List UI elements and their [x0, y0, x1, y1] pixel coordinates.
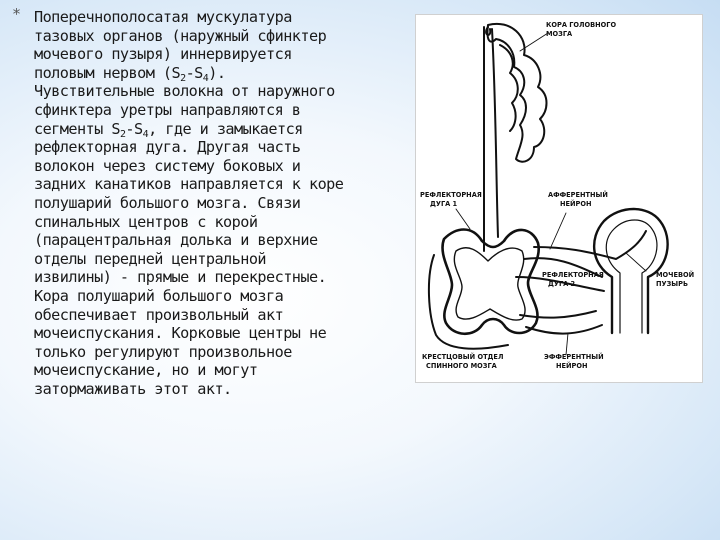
text-line: (парацентральная долька и верхние: [34, 231, 318, 250]
label-reflex-arc-1-1: РЕФЛЕКТОРНАЯ: [420, 191, 482, 199]
reflex-arc-2-path: [515, 276, 605, 292]
subscript: 2: [180, 72, 186, 84]
label-reflex-arc-2-2: ДУГА 2: [548, 280, 576, 288]
text-line: Чувствительные волокна от наружного: [34, 82, 335, 101]
reflex-arc-2-path-2: [519, 310, 597, 319]
leader-reflex-1: [455, 208, 471, 230]
leader-afferent: [549, 212, 567, 250]
text-line: задних канатиков направляется к коре: [34, 175, 344, 194]
leader-efferent: [565, 332, 569, 356]
bladder-inner: [605, 219, 658, 334]
text-line: отделы передней центральной: [34, 249, 267, 268]
text-line: мочеиспускания. Корковые центры не: [34, 324, 327, 343]
text-run: -S: [185, 63, 204, 82]
text-line: спинальных центров с корой: [34, 212, 258, 231]
text-run: -S: [125, 119, 143, 138]
text-line: Кора полушарий большого мозга: [34, 286, 284, 305]
label-sacral-1: КРЕСТЦОВЫЙ ОТДЕЛ: [422, 352, 503, 361]
text-line: сфинктера уретры направляются в: [34, 100, 301, 119]
text-line: обеспечивает произвольный акт: [34, 305, 284, 324]
afferent-neuron-path-2: [533, 230, 647, 260]
cortical-tract-right: [491, 28, 499, 238]
text-run: сегменты S: [34, 119, 120, 138]
text-line: затормаживать этот акт.: [34, 379, 232, 398]
text-line: волокон через систему боковых и: [34, 156, 301, 175]
afferent-neuron-path: [523, 257, 603, 278]
text-line: тазовых органов (наружный сфинктер: [34, 26, 327, 45]
text-run: ).: [208, 63, 226, 82]
label-bladder-1: МОЧЕВОЙ: [656, 270, 694, 279]
label-afferent-1: АФФЕРЕНТНЫЙ: [548, 190, 608, 199]
text-line: рефлекторная дуга. Другая часть: [34, 138, 301, 157]
spinal-grey-matter: [453, 247, 526, 321]
text-line: извилины) - прямые и перекрестные.: [34, 268, 327, 287]
subscript: 4: [142, 128, 149, 140]
reflex-arc-1-path: [427, 254, 509, 350]
label-efferent-2: НЕЙРОН: [556, 361, 588, 370]
diagram-drawing: КОРА ГОЛОВНОГО МОЗГА РЕФЛЕКТОРНАЯ ДУГА 1…: [420, 21, 694, 370]
label-afferent-2: НЕЙРОН: [560, 199, 592, 208]
bladder-innervation-diagram: КОРА ГОЛОВНОГО МОЗГА РЕФЛЕКТОРНАЯ ДУГА 1…: [415, 14, 703, 383]
text-line: мочеиспускание, но и могут: [34, 361, 258, 380]
label-cortex-2: МОЗГА: [546, 30, 573, 38]
cortical-tract-loop: [485, 26, 492, 36]
text-line: Поперечнополосатая мускулатура: [34, 8, 292, 26]
text-line: половым нервом (S2-S4).: [20, 63, 405, 84]
label-bladder-2: ПУЗЫРЬ: [656, 280, 688, 288]
leader-cortex: [519, 32, 549, 52]
spinal-cord-shape: [441, 228, 541, 336]
leader-bladder: [625, 252, 647, 272]
text-line: мочевого пузыря) иннервируется: [34, 45, 292, 64]
label-reflex-arc-1-2: ДУГА 1: [430, 200, 458, 208]
bullet-marker: *: [12, 5, 21, 23]
brain-cortex-shape: [486, 22, 548, 163]
subscript: 4: [202, 72, 209, 84]
text-run: , где и замыкается: [148, 119, 303, 138]
efferent-neuron-path: [525, 324, 603, 335]
text-line: сегменты S2-S4, где и замыкается: [20, 119, 405, 140]
bladder-outline: [592, 207, 669, 335]
text-line: только регулируют произвольное: [34, 342, 292, 361]
label-efferent-1: ЭФФЕРЕНТНЫЙ: [544, 352, 604, 361]
label-cortex-1: КОРА ГОЛОВНОГО: [546, 21, 616, 29]
label-sacral-2: СПИННОГО МОЗГА: [426, 362, 498, 370]
text-run: половым нервом (S: [34, 63, 181, 82]
subscript: 2: [119, 128, 126, 140]
text-line: полушарий большого мозга. Связи: [34, 193, 301, 212]
label-reflex-arc-2-1: РЕФЛЕКТОРНАЯ: [542, 271, 604, 279]
brain-inner-curve: [499, 44, 519, 132]
